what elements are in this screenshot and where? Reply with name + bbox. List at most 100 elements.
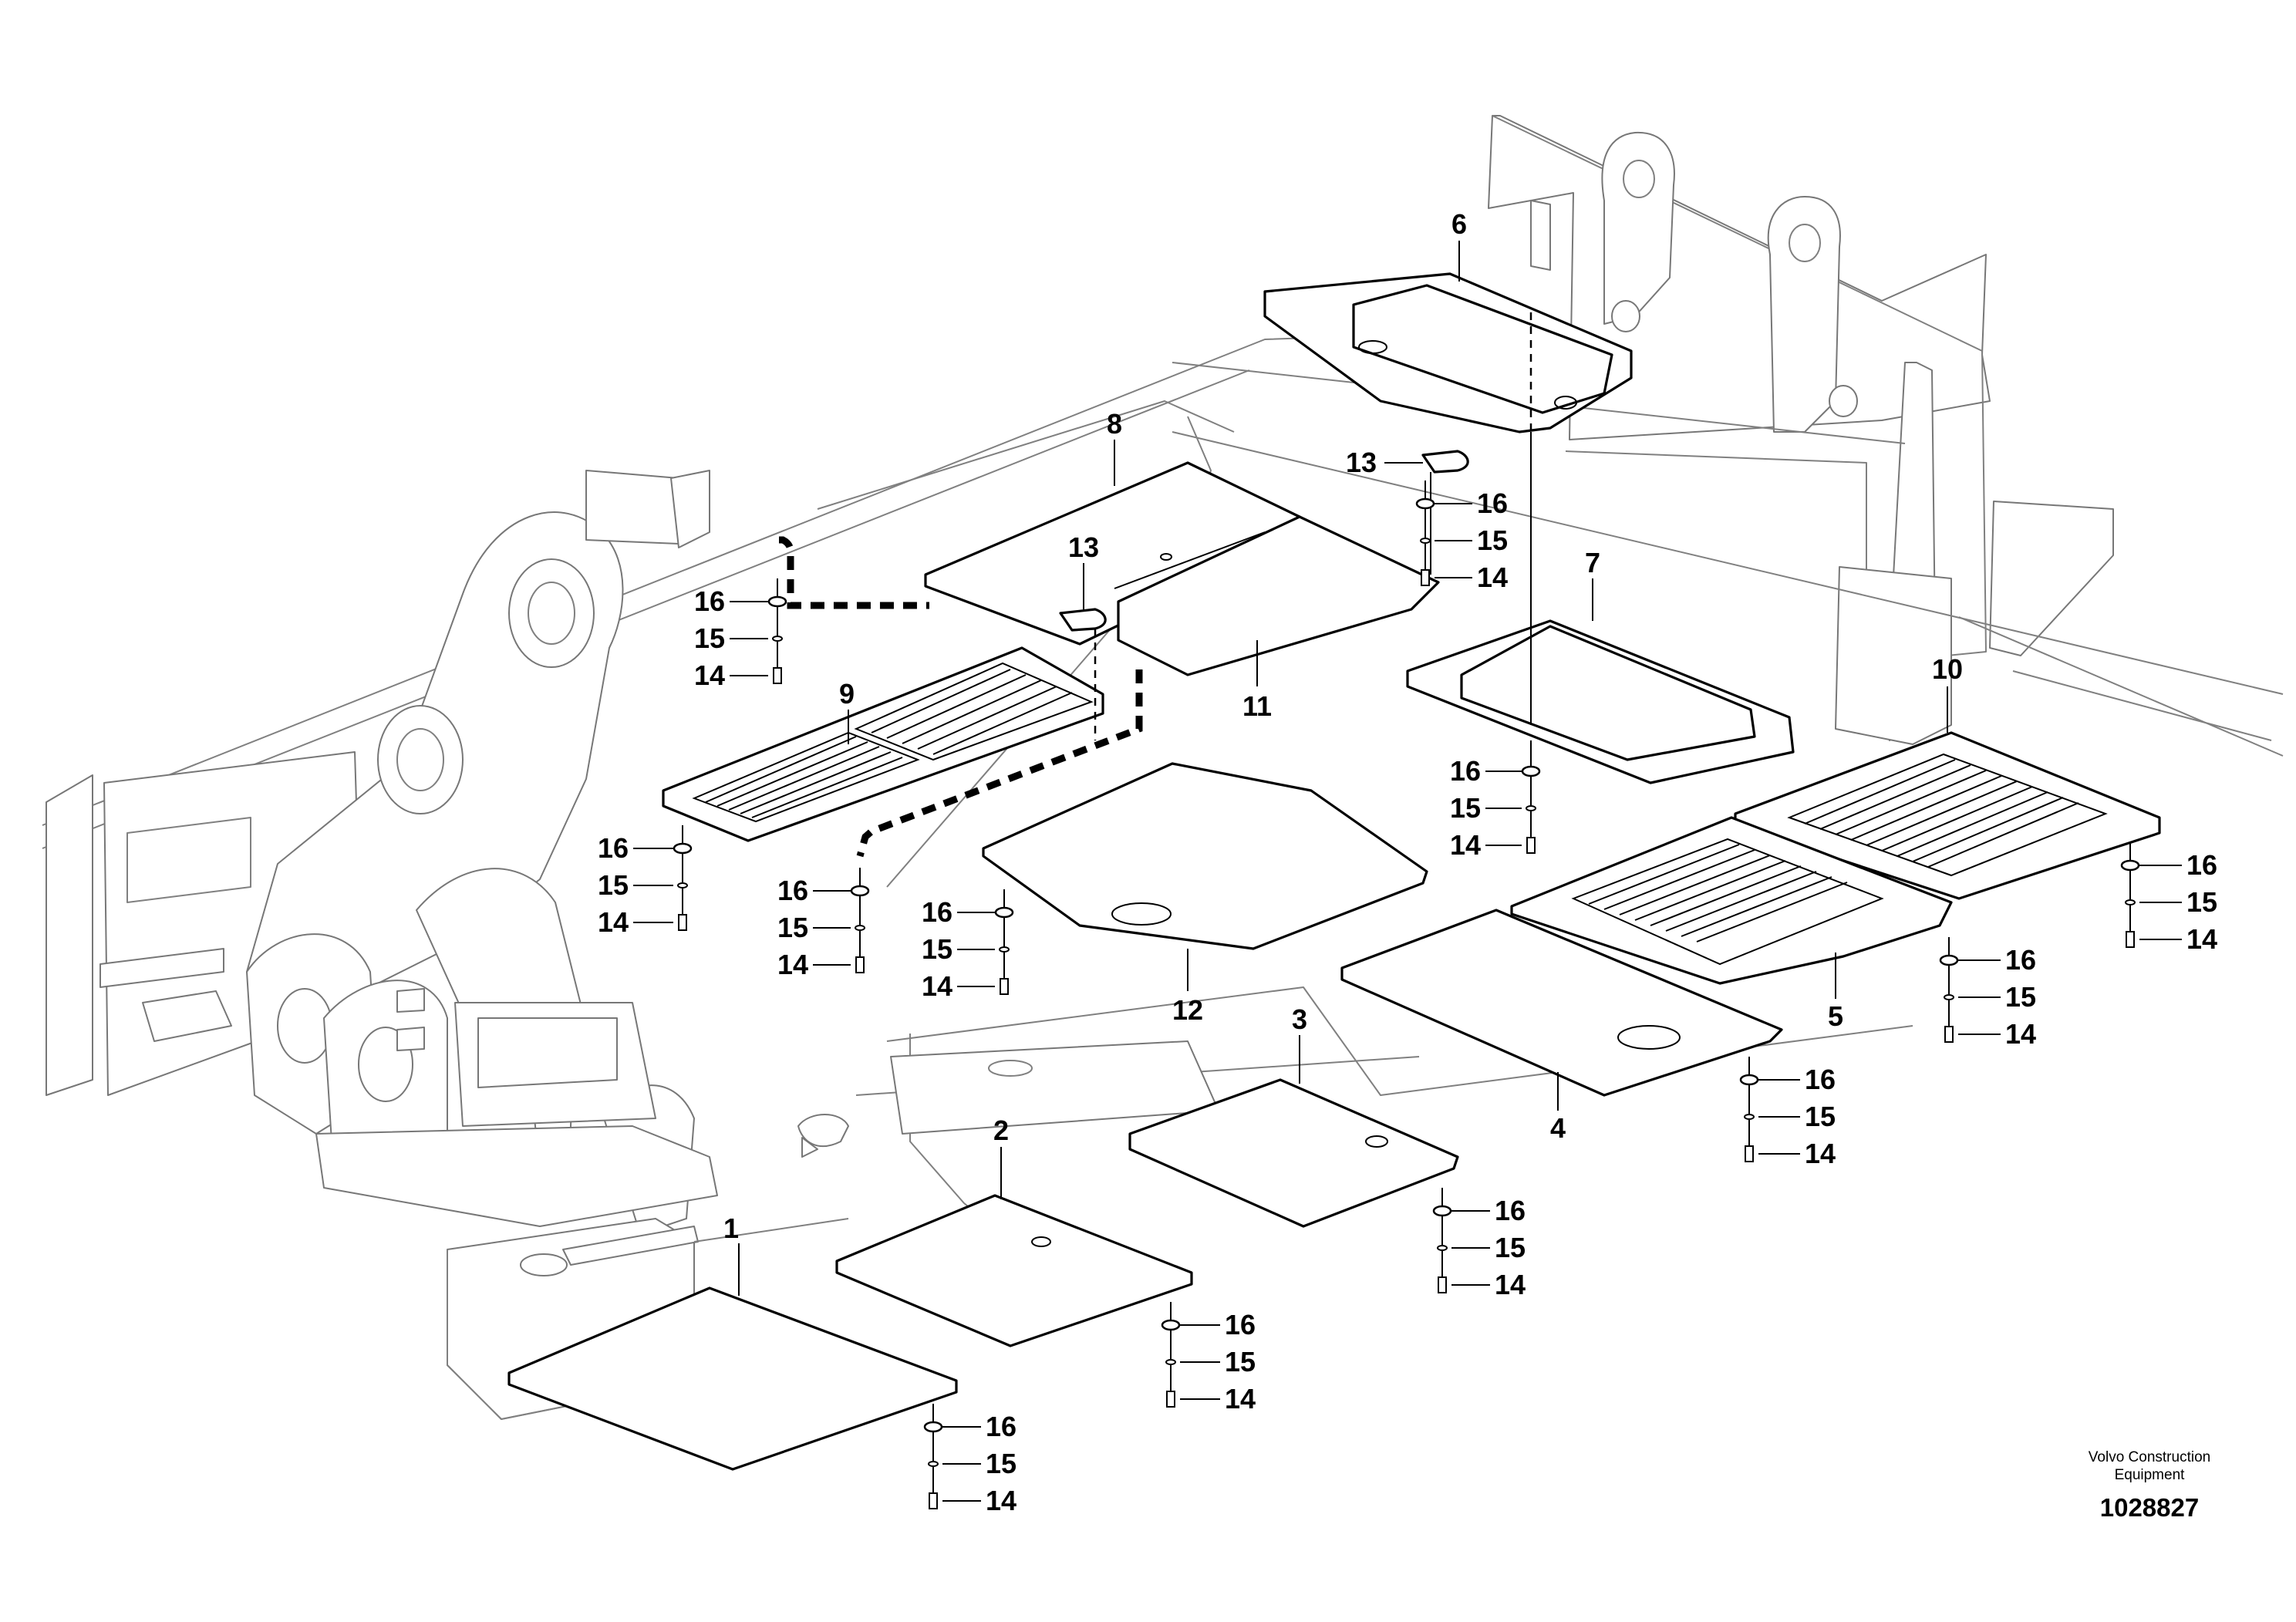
- callout-2: 2: [993, 1114, 1009, 1146]
- stack-label-14: 14: [1477, 561, 1508, 593]
- cover-plate-6: [1263, 272, 1633, 433]
- grated-step-5: [1510, 816, 1953, 985]
- bolt-icon: [1944, 1026, 1954, 1043]
- lock-washer-icon: [999, 946, 1010, 953]
- lock-washer-icon: [677, 882, 688, 889]
- stack-label-15: 15: [2005, 981, 2036, 1013]
- stack-label-14: 14: [777, 949, 808, 980]
- cover-plate-2: [835, 1194, 1193, 1347]
- callout-12: 12: [1172, 994, 1203, 1026]
- stack-label-15: 15: [1495, 1232, 1526, 1263]
- stack-label-15: 15: [1477, 524, 1508, 556]
- callout-13-upper: 13: [1346, 447, 1377, 478]
- grated-step-9: [662, 646, 1104, 842]
- bolt-icon: [1421, 569, 1430, 586]
- background-frame: [42, 115, 2284, 1420]
- stack-label-14: 14: [1450, 829, 1481, 861]
- stack-label-14: 14: [922, 970, 952, 1002]
- maker-name-line2: Equipment: [2115, 1467, 2186, 1483]
- stack-label-15: 15: [986, 1448, 1017, 1479]
- cover-plate-4: [1340, 909, 1783, 1097]
- bolt-icon: [2126, 931, 2135, 948]
- washer-icon: [923, 1421, 943, 1433]
- callout-4: 4: [1550, 1112, 1566, 1144]
- stack-label-16: 16: [598, 832, 629, 864]
- stack-label-15: 15: [694, 622, 725, 654]
- stack-label-15: 15: [598, 869, 629, 901]
- tab-plate-13: [1059, 450, 1469, 632]
- washer-icon: [673, 842, 693, 855]
- stack-label-14: 14: [694, 659, 725, 691]
- stack-label-15: 15: [1450, 792, 1481, 824]
- callout-8: 8: [1107, 408, 1122, 440]
- callout-1: 1: [723, 1212, 739, 1244]
- washer-icon: [1161, 1319, 1181, 1331]
- lock-washer-icon: [855, 925, 865, 931]
- stack-label-14: 14: [1495, 1269, 1526, 1300]
- stack-label-15: 15: [2186, 886, 2217, 918]
- maker-name-line1: Volvo Construction: [2089, 1449, 2210, 1465]
- bolt-icon: [855, 956, 865, 973]
- stack-label-16: 16: [922, 896, 952, 928]
- washer-icon: [1432, 1205, 1452, 1217]
- callout-5: 5: [1828, 1000, 1843, 1032]
- callout-9: 9: [839, 678, 855, 710]
- lock-washer-icon: [928, 1461, 939, 1467]
- grated-step-10: [1734, 731, 2161, 900]
- stack-label-16: 16: [1477, 487, 1508, 519]
- cover-plate-7: [1406, 619, 1795, 784]
- stack-label-16: 16: [2005, 944, 2036, 976]
- bolt-icon: [678, 914, 687, 931]
- stack-label-14: 14: [986, 1485, 1017, 1516]
- cover-plate-1: [507, 1286, 958, 1471]
- drawing-number: 1028827: [2100, 1493, 2199, 1522]
- stack-label-16: 16: [777, 875, 808, 906]
- callout-6: 6: [1451, 208, 1467, 240]
- bolt-icon: [1745, 1145, 1754, 1162]
- stack-label-15: 15: [1805, 1101, 1836, 1132]
- washer-icon: [767, 595, 787, 608]
- cover-plate-3: [1128, 1078, 1459, 1228]
- stack-label-14: 14: [1805, 1138, 1836, 1169]
- lock-washer-icon: [1744, 1114, 1755, 1120]
- stack-label-14: 14: [1225, 1383, 1256, 1415]
- bolt-icon: [1526, 837, 1536, 854]
- stack-label-16: 16: [986, 1411, 1017, 1442]
- stack-label-15: 15: [1225, 1346, 1256, 1378]
- stack-label-16: 16: [1495, 1195, 1526, 1226]
- lock-washer-icon: [1437, 1245, 1448, 1251]
- washer-icon: [850, 885, 870, 897]
- lock-washer-icon: [772, 636, 783, 642]
- stack-label-14: 14: [2186, 923, 2217, 955]
- callouts: 1 2 3 4 5 6 7 8 9 10 11 12 13 13: [723, 208, 1963, 1296]
- guide-lines: [779, 432, 1532, 858]
- cover-plate-8: [924, 461, 1440, 676]
- fastener-stack-labels: 1615141615141615141615141615141615141615…: [598, 487, 2217, 1516]
- washer-icon: [1939, 954, 1959, 966]
- bolt-icon: [773, 667, 782, 684]
- cover-plate-12: [982, 762, 1428, 950]
- lock-washer-icon: [1165, 1359, 1176, 1365]
- washer-icon: [1521, 765, 1541, 777]
- washer-icon: [1739, 1074, 1759, 1086]
- callout-13-lower: 13: [1068, 531, 1099, 563]
- bolt-icon: [1000, 978, 1009, 995]
- stack-label-16: 16: [2186, 849, 2217, 881]
- bolt-icon: [1166, 1391, 1175, 1408]
- bolt-icon: [1438, 1276, 1447, 1293]
- washer-icon: [2120, 859, 2140, 872]
- callout-3: 3: [1292, 1003, 1307, 1035]
- callout-11: 11: [1242, 690, 1272, 722]
- stack-label-16: 16: [1225, 1309, 1256, 1340]
- stack-label-16: 16: [1450, 755, 1481, 787]
- stack-label-16: 16: [694, 585, 725, 617]
- bolt-icon: [929, 1492, 938, 1509]
- stack-label-15: 15: [777, 912, 808, 943]
- washer-icon: [1415, 497, 1435, 510]
- callout-10: 10: [1932, 653, 1963, 685]
- lock-washer-icon: [1420, 538, 1431, 544]
- lock-washer-icon: [1526, 805, 1536, 811]
- lock-washer-icon: [1944, 994, 1954, 1000]
- lock-washer-icon: [2125, 899, 2136, 905]
